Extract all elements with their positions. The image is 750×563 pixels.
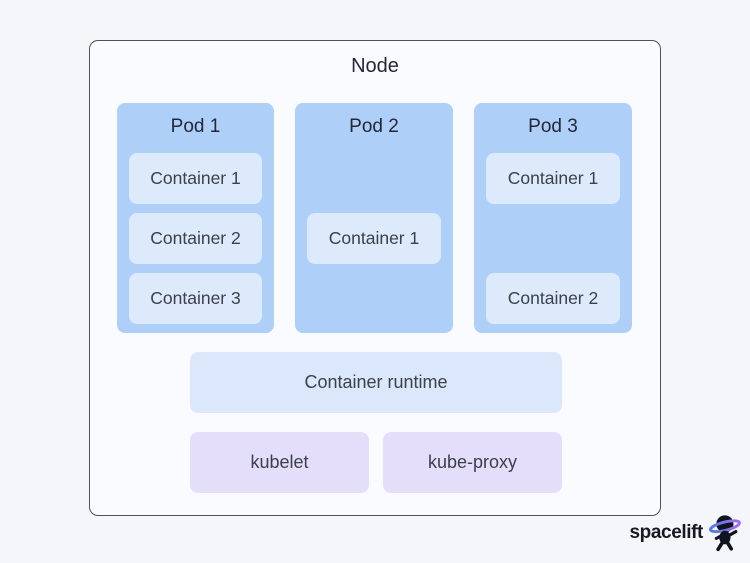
pod-2-container-1: Container 1 bbox=[307, 213, 441, 264]
kube-proxy-box: kube-proxy bbox=[383, 432, 562, 493]
pod-3-container-2: Container 2 bbox=[486, 273, 620, 324]
pod-1-container-2: Container 2 bbox=[129, 213, 262, 264]
pod-3: Pod 3 Container 1 Container 2 bbox=[474, 103, 632, 333]
pod-1-container-1: Container 1 bbox=[129, 153, 262, 204]
pod-3-title: Pod 3 bbox=[528, 116, 578, 137]
container-runtime-box: Container runtime bbox=[190, 352, 562, 413]
node-title: Node bbox=[351, 55, 399, 77]
pod-1-container-3: Container 3 bbox=[129, 273, 262, 324]
pod-3-container-1: Container 1 bbox=[486, 153, 620, 204]
pod-2-title: Pod 2 bbox=[349, 116, 399, 137]
pod-2: Pod 2 Container 1 bbox=[295, 103, 453, 333]
spacelift-wordmark: spacelift bbox=[629, 521, 704, 543]
kubelet-box: kubelet bbox=[190, 432, 369, 493]
pod-1: Pod 1 Container 1 Container 2 Container … bbox=[117, 103, 274, 333]
pod-1-title: Pod 1 bbox=[170, 116, 221, 137]
spacelift-logo: spacelift bbox=[630, 514, 745, 552]
node-box: Node Pod 1 Container 1 Container 2 Conta… bbox=[89, 40, 661, 516]
spacelift-astronaut-icon bbox=[709, 515, 741, 552]
